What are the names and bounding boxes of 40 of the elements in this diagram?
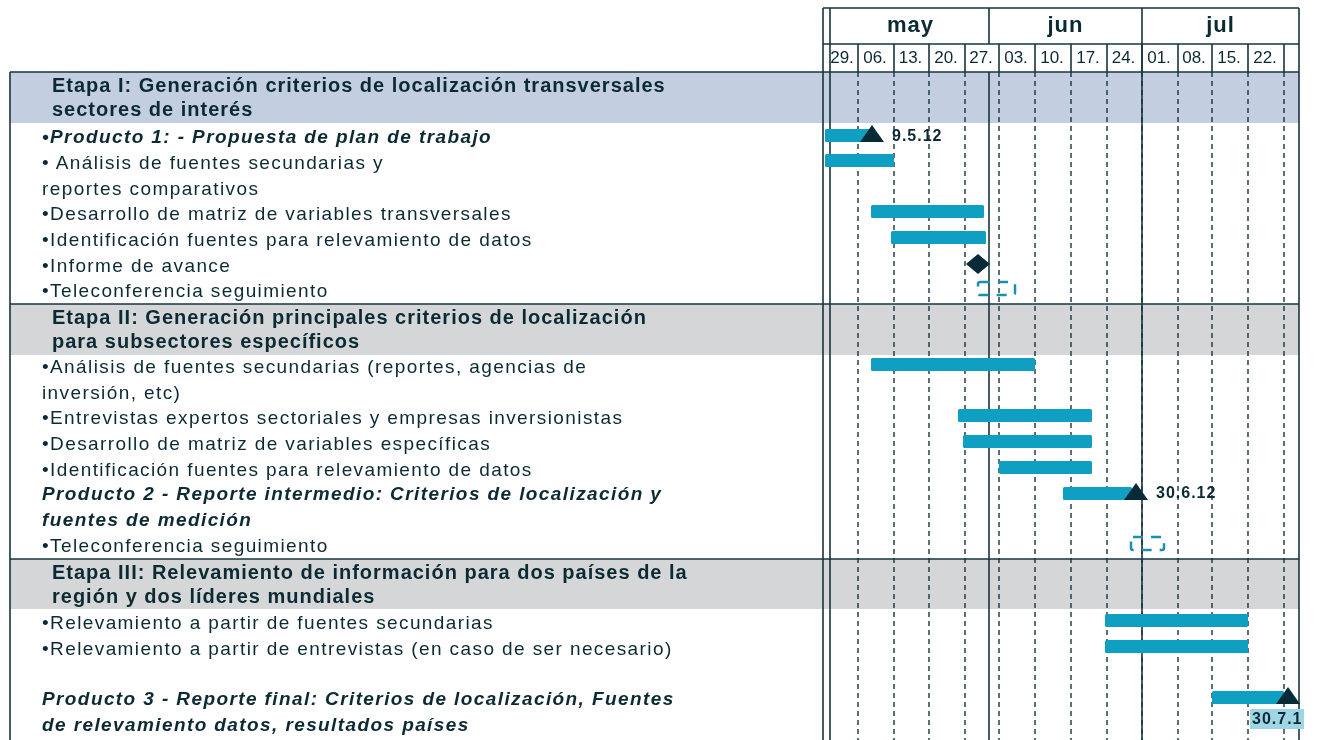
task-label: •Relevamiento a partir de entrevistas (en caso de ser necesario) (42, 637, 674, 661)
task-label: •Análisis de fuentes secundarias (reportes, agencias de inversión, etc) (42, 355, 589, 405)
week-header: 13. (897, 48, 924, 68)
week-header: 27. (968, 48, 994, 68)
task-label: •Identificación fuentes para relevamiento de datos (42, 458, 534, 482)
stage-heading: Etapa I: Generación criterios de localización transversales sectores de interés (52, 73, 667, 121)
week-header: 24. (1110, 48, 1137, 68)
milestone-date: 30.7.1 (1250, 709, 1305, 729)
stage-heading: Etapa II: Generación principales criterios de localización para subsectores específicos (52, 305, 648, 353)
task-label: •Teleconferencia seguimiento (42, 534, 330, 558)
week-header: 03. (1003, 48, 1029, 68)
stage-band (10, 559, 1299, 609)
week-header: 10. (1039, 48, 1065, 68)
task-label: •Identificación fuentes para relevamiento de datos (42, 228, 534, 252)
week-header: 08. (1181, 48, 1207, 68)
task-label: •Relevamiento a partir de fuentes secundarias (42, 611, 495, 635)
stage-heading: Etapa III: Relevamiento de información para dos países de la región y dos líderes mundiales (52, 560, 689, 608)
week-header: 29. (829, 48, 855, 68)
task-label: •Producto 1: - Propuesta de plan de trabajo (42, 125, 494, 149)
task-label: • Análisis de fuentes secundarias y reportes comparativos (42, 151, 385, 201)
week-header: 17. (1075, 48, 1101, 68)
task-label: •Entrevistas expertos sectoriales y empresas inversionistas (42, 406, 625, 430)
task-label: •Desarrollo de matriz de variables transversales (42, 202, 513, 226)
stage-band (10, 304, 1299, 355)
week-header: 20. (933, 48, 959, 68)
milestone-date: 30.6.12 (1156, 484, 1217, 502)
task-label: Producto 3 - Reporte final: Criterios de localización, Fuentes de relevamiento datos, resultados países (42, 687, 676, 737)
week-header: 01. (1146, 48, 1172, 68)
week-header: 22. (1252, 48, 1278, 68)
milestone-date: 9.5.12 (892, 127, 943, 145)
stage-band (10, 72, 1299, 123)
month-header: may (885, 12, 935, 38)
week-header: 06. (862, 48, 888, 68)
task-label: •Informe de avance (42, 254, 233, 278)
task-label: •Teleconferencia seguimiento (42, 279, 330, 303)
week-header: 15. (1216, 48, 1242, 68)
month-header: jul (1205, 12, 1236, 38)
task-label: Producto 2 - Reporte intermedio: Criterios de localización y fuentes de medición (42, 482, 664, 532)
month-header: jun (1046, 12, 1085, 38)
task-label: •Desarrollo de matriz de variables específicas (42, 432, 493, 456)
